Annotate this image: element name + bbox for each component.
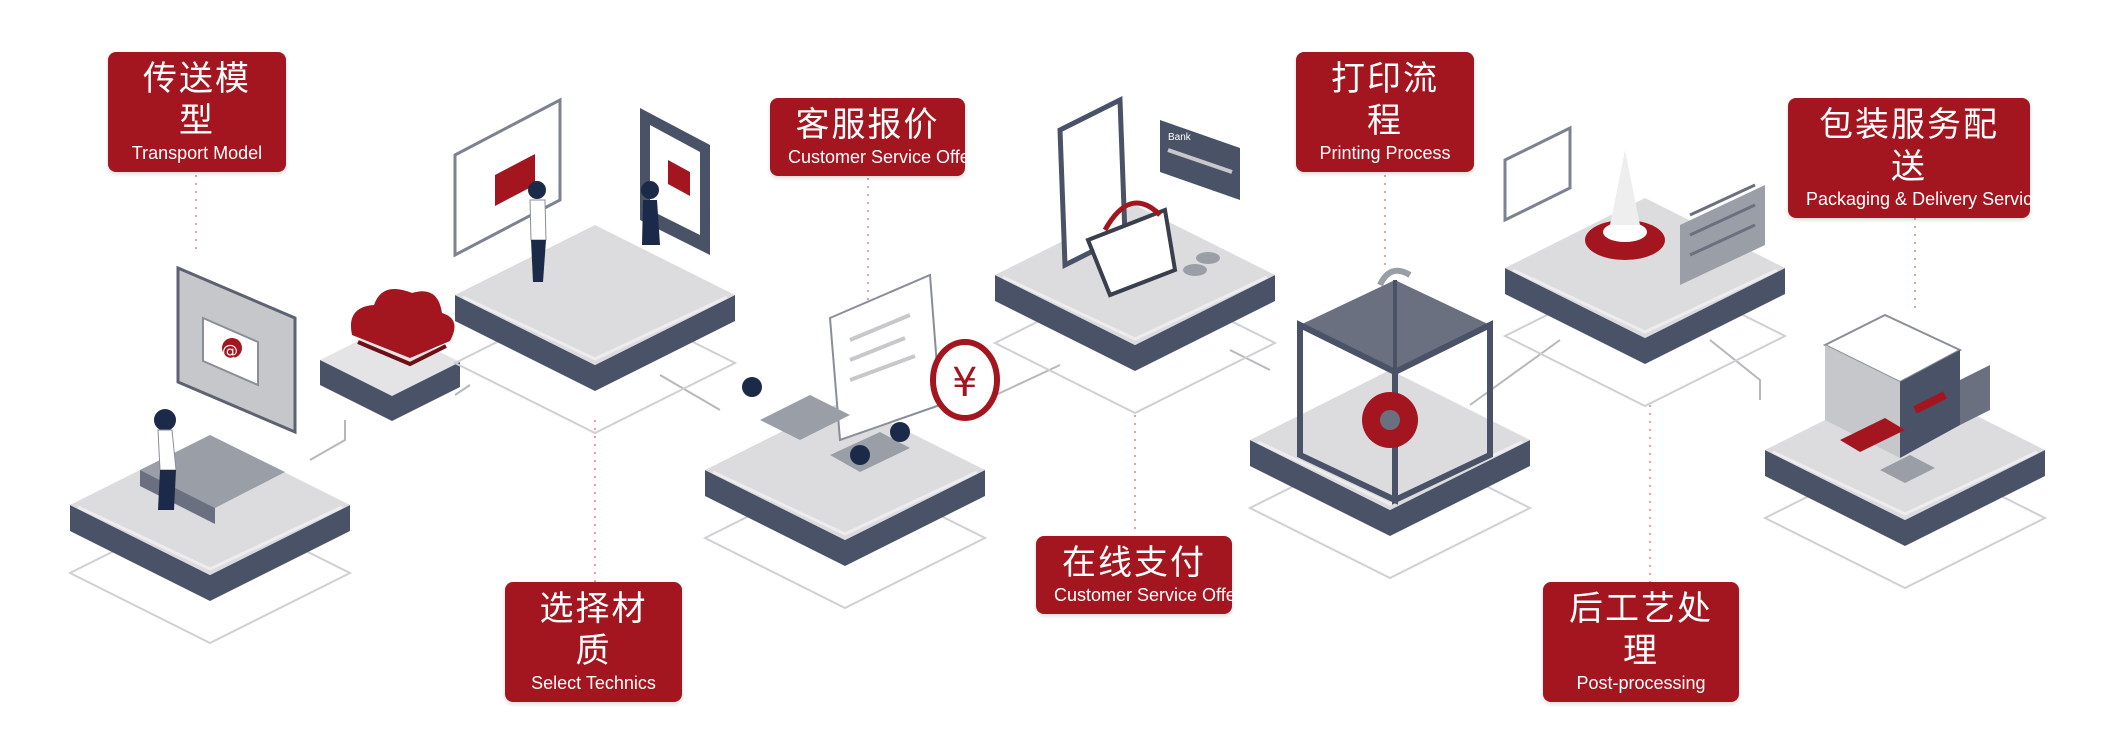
step-title-cn: 客服报价 (795, 105, 940, 145)
step-label-select-technics: 选择材质 Select Technics (505, 582, 682, 702)
step-title-cn: 后工艺处理 (1569, 589, 1713, 671)
step-title-cn: 在线支付 (1062, 543, 1206, 583)
step-label-packaging-delivery: 包装服务配送 Packaging & Delivery Services (1788, 98, 2052, 218)
step-title-en: Select Technics (531, 673, 656, 693)
step-title-en: Printing Process (1319, 143, 1451, 163)
step-title-cn: 打印流程 (1331, 59, 1439, 141)
step-title-cn: 选择材质 (539, 589, 648, 671)
cloud-upload (320, 289, 460, 421)
platform-select (453, 223, 737, 435)
step-title-en: Customer Service Offer (788, 147, 976, 167)
truck-illustration (1822, 313, 1990, 483)
step-title-en: Post-processing (1576, 673, 1706, 693)
gallery-illustration (453, 97, 710, 282)
leader-lines (195, 135, 1916, 585)
email-at-symbol: @ (222, 341, 238, 360)
card-label: Bank (1168, 132, 1192, 143)
office-illustration (742, 273, 1000, 472)
step-label-online-payment: 在线支付 Customer Service Offer (1036, 536, 1242, 614)
step-label-printing-process: 打印流程 Printing Process (1296, 52, 1474, 172)
step-label-service-offer: 客服报价 Customer Service Offer (770, 98, 976, 176)
step-title-en: Transport Model (131, 143, 263, 163)
step-title-cn: 传送模型 (143, 59, 251, 141)
desk-illustration (140, 265, 297, 524)
printer-illustration (1297, 267, 1493, 505)
step-title-en: Customer Service Offer (1054, 585, 1242, 605)
step-title-cn: 包装服务配送 (1819, 105, 1999, 187)
postprocess-illustration (1503, 125, 1765, 285)
step-label-post-processing: 后工艺处理 Post-processing (1543, 582, 1739, 702)
yen-symbol: ¥ (952, 360, 977, 406)
step-label-transport-model: 传送模型 Transport Model (108, 52, 286, 172)
step-title-en: Packaging & Delivery Services (1806, 189, 2052, 209)
payment-illustration (1057, 96, 1240, 298)
